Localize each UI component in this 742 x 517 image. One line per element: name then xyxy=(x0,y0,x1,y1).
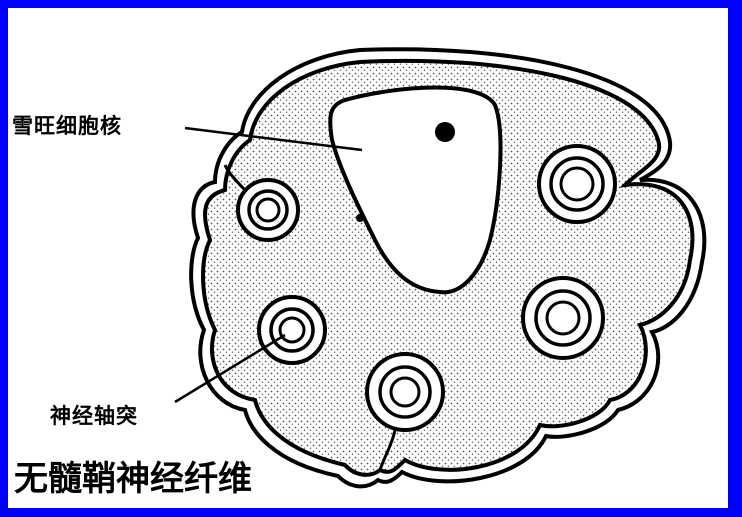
axon-top-left xyxy=(238,180,298,240)
diagram-title: 无髓鞘神经纤维 xyxy=(14,451,252,500)
axon-label: 神经轴突 xyxy=(50,400,138,430)
nucleolus xyxy=(435,122,455,142)
axon-right-middle xyxy=(523,278,603,358)
nucleus-label: 雪旺细胞核 xyxy=(12,110,122,140)
axon-bottom xyxy=(367,354,443,430)
axon-left-middle xyxy=(259,297,325,363)
membrane-dot xyxy=(356,214,364,222)
axon-top-right xyxy=(539,146,615,222)
